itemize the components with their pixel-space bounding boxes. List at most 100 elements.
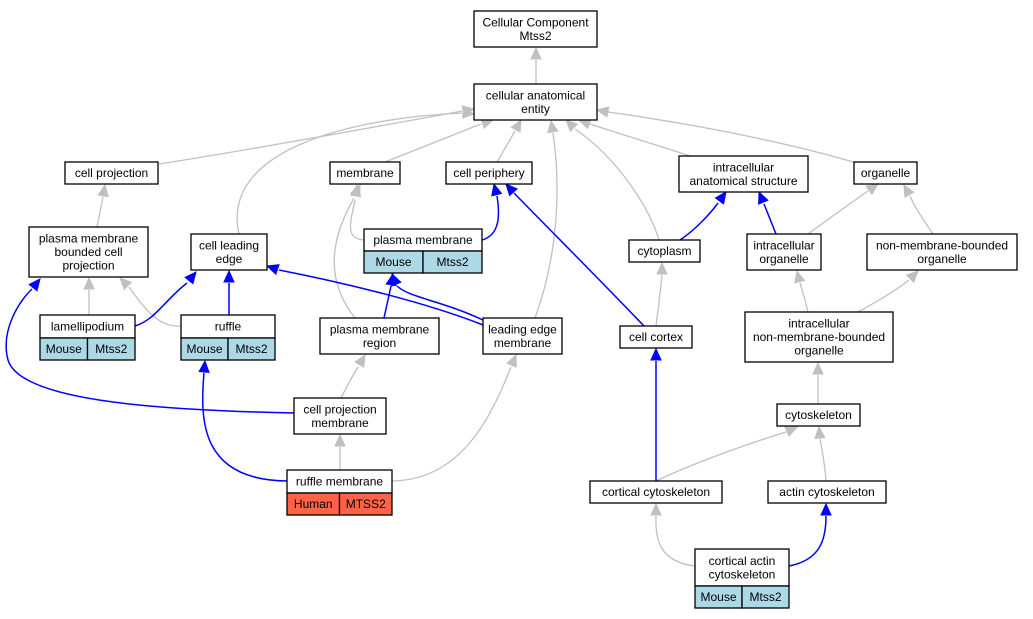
node-box bbox=[767, 480, 887, 504]
node-label: plasma membrane bbox=[39, 232, 139, 246]
edge-arrowhead bbox=[547, 119, 559, 134]
node-label: membrane bbox=[336, 166, 394, 180]
edge-lem-to-pm bbox=[391, 272, 484, 321]
edge-line bbox=[819, 438, 827, 482]
edge-ruffmem-to-ruffle bbox=[198, 359, 288, 482]
edge-line bbox=[340, 366, 359, 399]
node-cortex[interactable]: cell cortex bbox=[619, 325, 693, 349]
node-cytoplasm[interactable]: cytoplasm bbox=[628, 239, 701, 263]
species-label: Mouse bbox=[46, 342, 82, 356]
edge-line bbox=[788, 515, 827, 567]
edge-line bbox=[333, 197, 356, 319]
node-label: edge bbox=[216, 252, 243, 266]
edge-cortex-to-cytoplasm bbox=[655, 261, 668, 327]
edge-organelle-to-cae bbox=[595, 106, 861, 165]
node-actcyto[interactable]: actin cytoskeleton bbox=[767, 480, 887, 504]
gene-label: Mtss2 bbox=[95, 342, 127, 356]
edge-io-to-ias bbox=[758, 190, 777, 235]
node-cellper[interactable]: cell periphery bbox=[445, 161, 533, 185]
edge-ruffmem-to-lem bbox=[391, 353, 517, 482]
edge-actcyto-to-cytoskel bbox=[814, 425, 827, 482]
edge-lamelli-to-pmbcp bbox=[83, 276, 95, 315]
edge-arrowhead bbox=[820, 502, 832, 516]
edge-arrowhead bbox=[505, 183, 518, 197]
edge-line bbox=[396, 285, 484, 321]
edge-cae-to-cc bbox=[530, 46, 542, 84]
edge-arrowhead bbox=[83, 276, 95, 290]
node-label: bounded cell bbox=[54, 245, 122, 259]
species-label: Human bbox=[294, 497, 333, 511]
edge-lamelli-to-cle bbox=[134, 271, 197, 327]
edge-arrowhead bbox=[184, 271, 197, 285]
edge-line bbox=[763, 203, 777, 235]
gene-label: Mtss2 bbox=[749, 590, 781, 604]
node-box bbox=[589, 480, 723, 504]
edge-line bbox=[236, 112, 463, 235]
edge-line bbox=[202, 372, 288, 482]
edge-arrowhead bbox=[223, 269, 235, 283]
edge-ruffmem-to-cpm bbox=[334, 433, 346, 470]
edge-arrowhead bbox=[198, 359, 210, 373]
node-label: Mtss2 bbox=[519, 29, 551, 43]
edge-lem-to-cle bbox=[265, 264, 484, 326]
node-label: region bbox=[363, 336, 396, 350]
edge-pm-to-cellper bbox=[481, 182, 503, 241]
edge-line bbox=[158, 110, 463, 165]
node-box bbox=[329, 161, 401, 185]
node-cytoskel[interactable]: cytoskeleton bbox=[776, 403, 861, 427]
edge-line bbox=[807, 190, 869, 235]
node-label: anatomical structure bbox=[689, 174, 797, 188]
edge-line bbox=[799, 282, 809, 313]
node-box bbox=[473, 10, 598, 48]
edge-arrowhead bbox=[794, 269, 806, 284]
edge-lem-to-cae bbox=[534, 119, 559, 319]
edge-arrowhead bbox=[491, 182, 503, 197]
node-box bbox=[678, 155, 809, 193]
node-organelle[interactable]: organelle bbox=[853, 161, 918, 185]
edge-line bbox=[96, 196, 104, 228]
edge-arrowhead bbox=[565, 119, 579, 133]
node-cellproj[interactable]: cell projection bbox=[64, 161, 159, 185]
node-label: intracellular bbox=[753, 238, 814, 252]
edge-arrowhead bbox=[391, 272, 402, 287]
node-label: plasma membrane bbox=[330, 322, 430, 336]
node-membrane[interactable]: membrane bbox=[329, 161, 401, 185]
node-corcyto[interactable]: cortical cytoskeleton bbox=[589, 480, 723, 504]
node-label: cytoskeleton bbox=[785, 408, 852, 422]
edge-arrowhead bbox=[812, 361, 824, 375]
node-label: organelle bbox=[794, 344, 844, 358]
edge-arrowhead bbox=[714, 191, 727, 205]
edge-pmr-to-membrane bbox=[333, 183, 361, 319]
edge-line bbox=[349, 199, 365, 241]
edge-line bbox=[589, 123, 691, 157]
node-label: cell leading bbox=[199, 238, 259, 252]
edge-line bbox=[481, 195, 500, 241]
edge-line bbox=[5, 288, 295, 414]
node-box bbox=[473, 83, 598, 121]
species-label: Mouse bbox=[700, 590, 736, 604]
node-label: non-membrane-bounded bbox=[876, 238, 1008, 252]
node-label: cytoskeleton bbox=[709, 567, 776, 581]
node-label: cytoplasm bbox=[637, 244, 691, 258]
node-inmbo[interactable]: intracellularnon-membrane-boundedorganel… bbox=[744, 311, 894, 363]
edge-line bbox=[534, 132, 558, 319]
edge-membrane-to-cae bbox=[384, 118, 495, 163]
node-label: leading edge bbox=[488, 322, 557, 336]
node-box bbox=[628, 239, 701, 263]
edge-arrowhead bbox=[814, 425, 826, 439]
